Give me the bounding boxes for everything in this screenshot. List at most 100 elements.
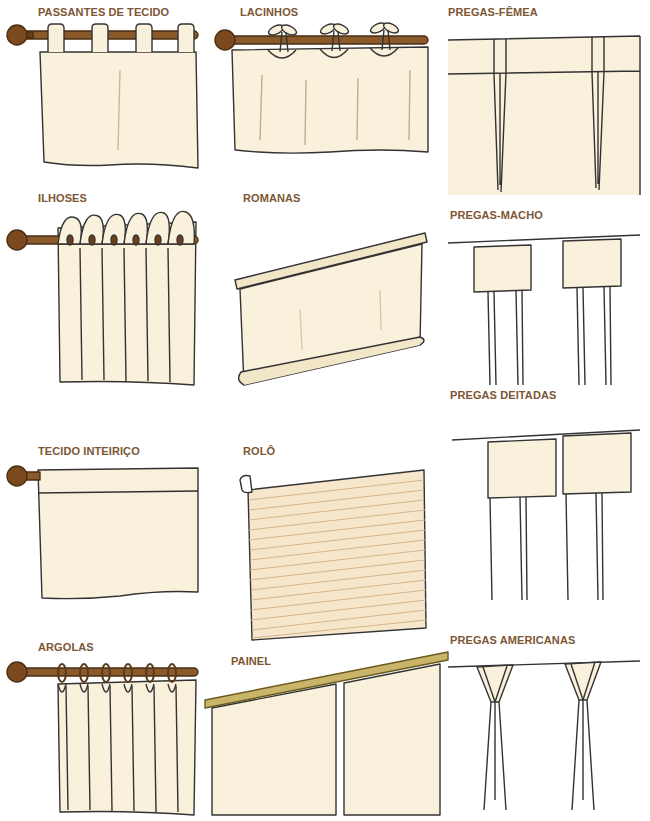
tab-top-curtain xyxy=(136,24,152,52)
ring-top-curtain xyxy=(146,664,154,682)
inverted-pleat-curtain xyxy=(494,37,604,74)
tie-top-curtain xyxy=(280,30,390,52)
pinch-pleat-curtain xyxy=(572,700,594,810)
ring-top-curtain xyxy=(58,664,66,682)
tab-top-curtain xyxy=(92,24,108,52)
tie-top-curtain xyxy=(260,70,410,145)
flat-pleat-curtain xyxy=(566,493,603,600)
flat-pleat-curtain xyxy=(452,430,640,600)
tie-top-curtain xyxy=(382,21,400,35)
tab-top-curtain xyxy=(118,70,120,150)
tab-top-curtain xyxy=(7,24,198,168)
curtain-type-label: PREGAS-FÊMEA xyxy=(448,6,538,19)
eyelet-curtain xyxy=(102,214,125,244)
ring-top-curtain xyxy=(102,664,110,682)
pinch-pleat-curtain xyxy=(477,665,513,702)
roller-blind xyxy=(248,470,426,640)
roller-blind xyxy=(240,476,252,493)
tie-top-curtain xyxy=(280,23,298,37)
ring-top-curtain xyxy=(80,664,88,682)
tie-top-curtain xyxy=(215,21,428,153)
roller-blind xyxy=(251,580,426,600)
tie-top-curtain xyxy=(332,22,350,36)
panel-track-curtain xyxy=(205,652,448,708)
tie-top-curtain xyxy=(215,30,235,50)
eyelet-curtain xyxy=(58,222,196,385)
curtain-type-label: ROLÔ xyxy=(243,445,275,458)
flat-pleat-curtain xyxy=(490,497,527,600)
eyelet-curtain xyxy=(133,235,139,245)
box-pleat-curtain xyxy=(474,245,531,292)
eyelet-curtain xyxy=(146,212,169,244)
curtain-type-label: TECIDO INTEIRIÇO xyxy=(38,445,140,458)
rod-pocket-curtain xyxy=(38,491,198,493)
eyelet-curtain xyxy=(111,235,117,245)
curtain-type-label: PASSANTES DE TECIDO xyxy=(38,6,169,19)
curtain-illustrations xyxy=(7,21,640,815)
rod-pocket-curtain xyxy=(7,466,27,486)
flat-pleat-curtain xyxy=(488,439,556,498)
eyelet-curtain xyxy=(177,235,183,245)
roller-blind xyxy=(251,590,426,610)
tab-top-curtain xyxy=(178,24,194,52)
curtain-type-label: LACINHOS xyxy=(240,6,298,19)
eyelet-curtain xyxy=(7,211,198,385)
ring-top-curtain xyxy=(124,664,132,682)
eyelet-curtain xyxy=(155,235,161,245)
curtain-type-label: ROMANAS xyxy=(243,192,301,205)
roller-blind xyxy=(250,530,425,550)
ring-top-curtain xyxy=(7,662,27,682)
curtain-type-label: PREGAS DEITADAS xyxy=(450,389,556,402)
tab-top-curtain xyxy=(40,52,198,168)
tie-top-curtain xyxy=(320,49,348,58)
box-pleat-curtain xyxy=(448,235,640,385)
roller-blind xyxy=(249,480,426,638)
roman-shade xyxy=(235,233,427,289)
box-pleat-curtain xyxy=(577,287,611,385)
roman-shade xyxy=(235,233,427,385)
eyelet-curtain xyxy=(124,213,147,244)
curtain-type-label: ARGOLAS xyxy=(38,641,94,654)
panel-track-curtain xyxy=(205,652,448,815)
roller-blind xyxy=(250,560,425,580)
pinch-pleat-curtain xyxy=(484,702,506,810)
pinch-pleat-curtain xyxy=(448,661,640,810)
box-pleat-curtain xyxy=(563,239,621,288)
ring-top-curtain xyxy=(168,664,176,682)
inverted-pleat-curtain xyxy=(448,36,640,195)
tie-top-curtain xyxy=(232,47,428,153)
roller-blind xyxy=(249,510,425,530)
ring-top-curtain xyxy=(58,684,176,692)
roller-blind xyxy=(252,610,426,630)
panel-track-curtain xyxy=(344,664,440,815)
roller-blind xyxy=(251,570,426,590)
tie-top-curtain xyxy=(370,48,398,56)
roller-blind xyxy=(252,620,426,638)
roman-shade xyxy=(300,290,381,350)
eyelet-curtain xyxy=(67,235,73,245)
flat-pleat-curtain xyxy=(563,433,631,494)
tab-top-curtain xyxy=(20,31,198,39)
eyelet-curtain xyxy=(80,215,103,244)
roman-shade xyxy=(239,337,424,385)
box-pleat-curtain xyxy=(488,291,523,385)
ring-top-curtain xyxy=(58,664,176,682)
tie-top-curtain xyxy=(268,50,296,58)
eyelet-curtain xyxy=(168,211,194,244)
pinch-pleat-curtain xyxy=(448,661,640,667)
roller-blind xyxy=(251,600,426,620)
eyelet-curtain xyxy=(80,248,170,382)
inverted-pleat-curtain xyxy=(494,73,506,192)
roller-blind xyxy=(249,520,425,540)
ring-top-curtain xyxy=(58,680,196,815)
roller-blind xyxy=(249,480,424,500)
rod-pocket-curtain xyxy=(7,466,198,599)
tab-top-curtain xyxy=(48,24,64,52)
tie-top-curtain xyxy=(230,36,428,44)
curtain-type-label: ILHOSES xyxy=(38,192,87,205)
eyelet-curtain xyxy=(58,217,81,244)
curtain-type-label: PREGAS AMERICANAS xyxy=(450,634,575,647)
roller-blind xyxy=(249,490,424,510)
roller-blind xyxy=(240,470,426,640)
